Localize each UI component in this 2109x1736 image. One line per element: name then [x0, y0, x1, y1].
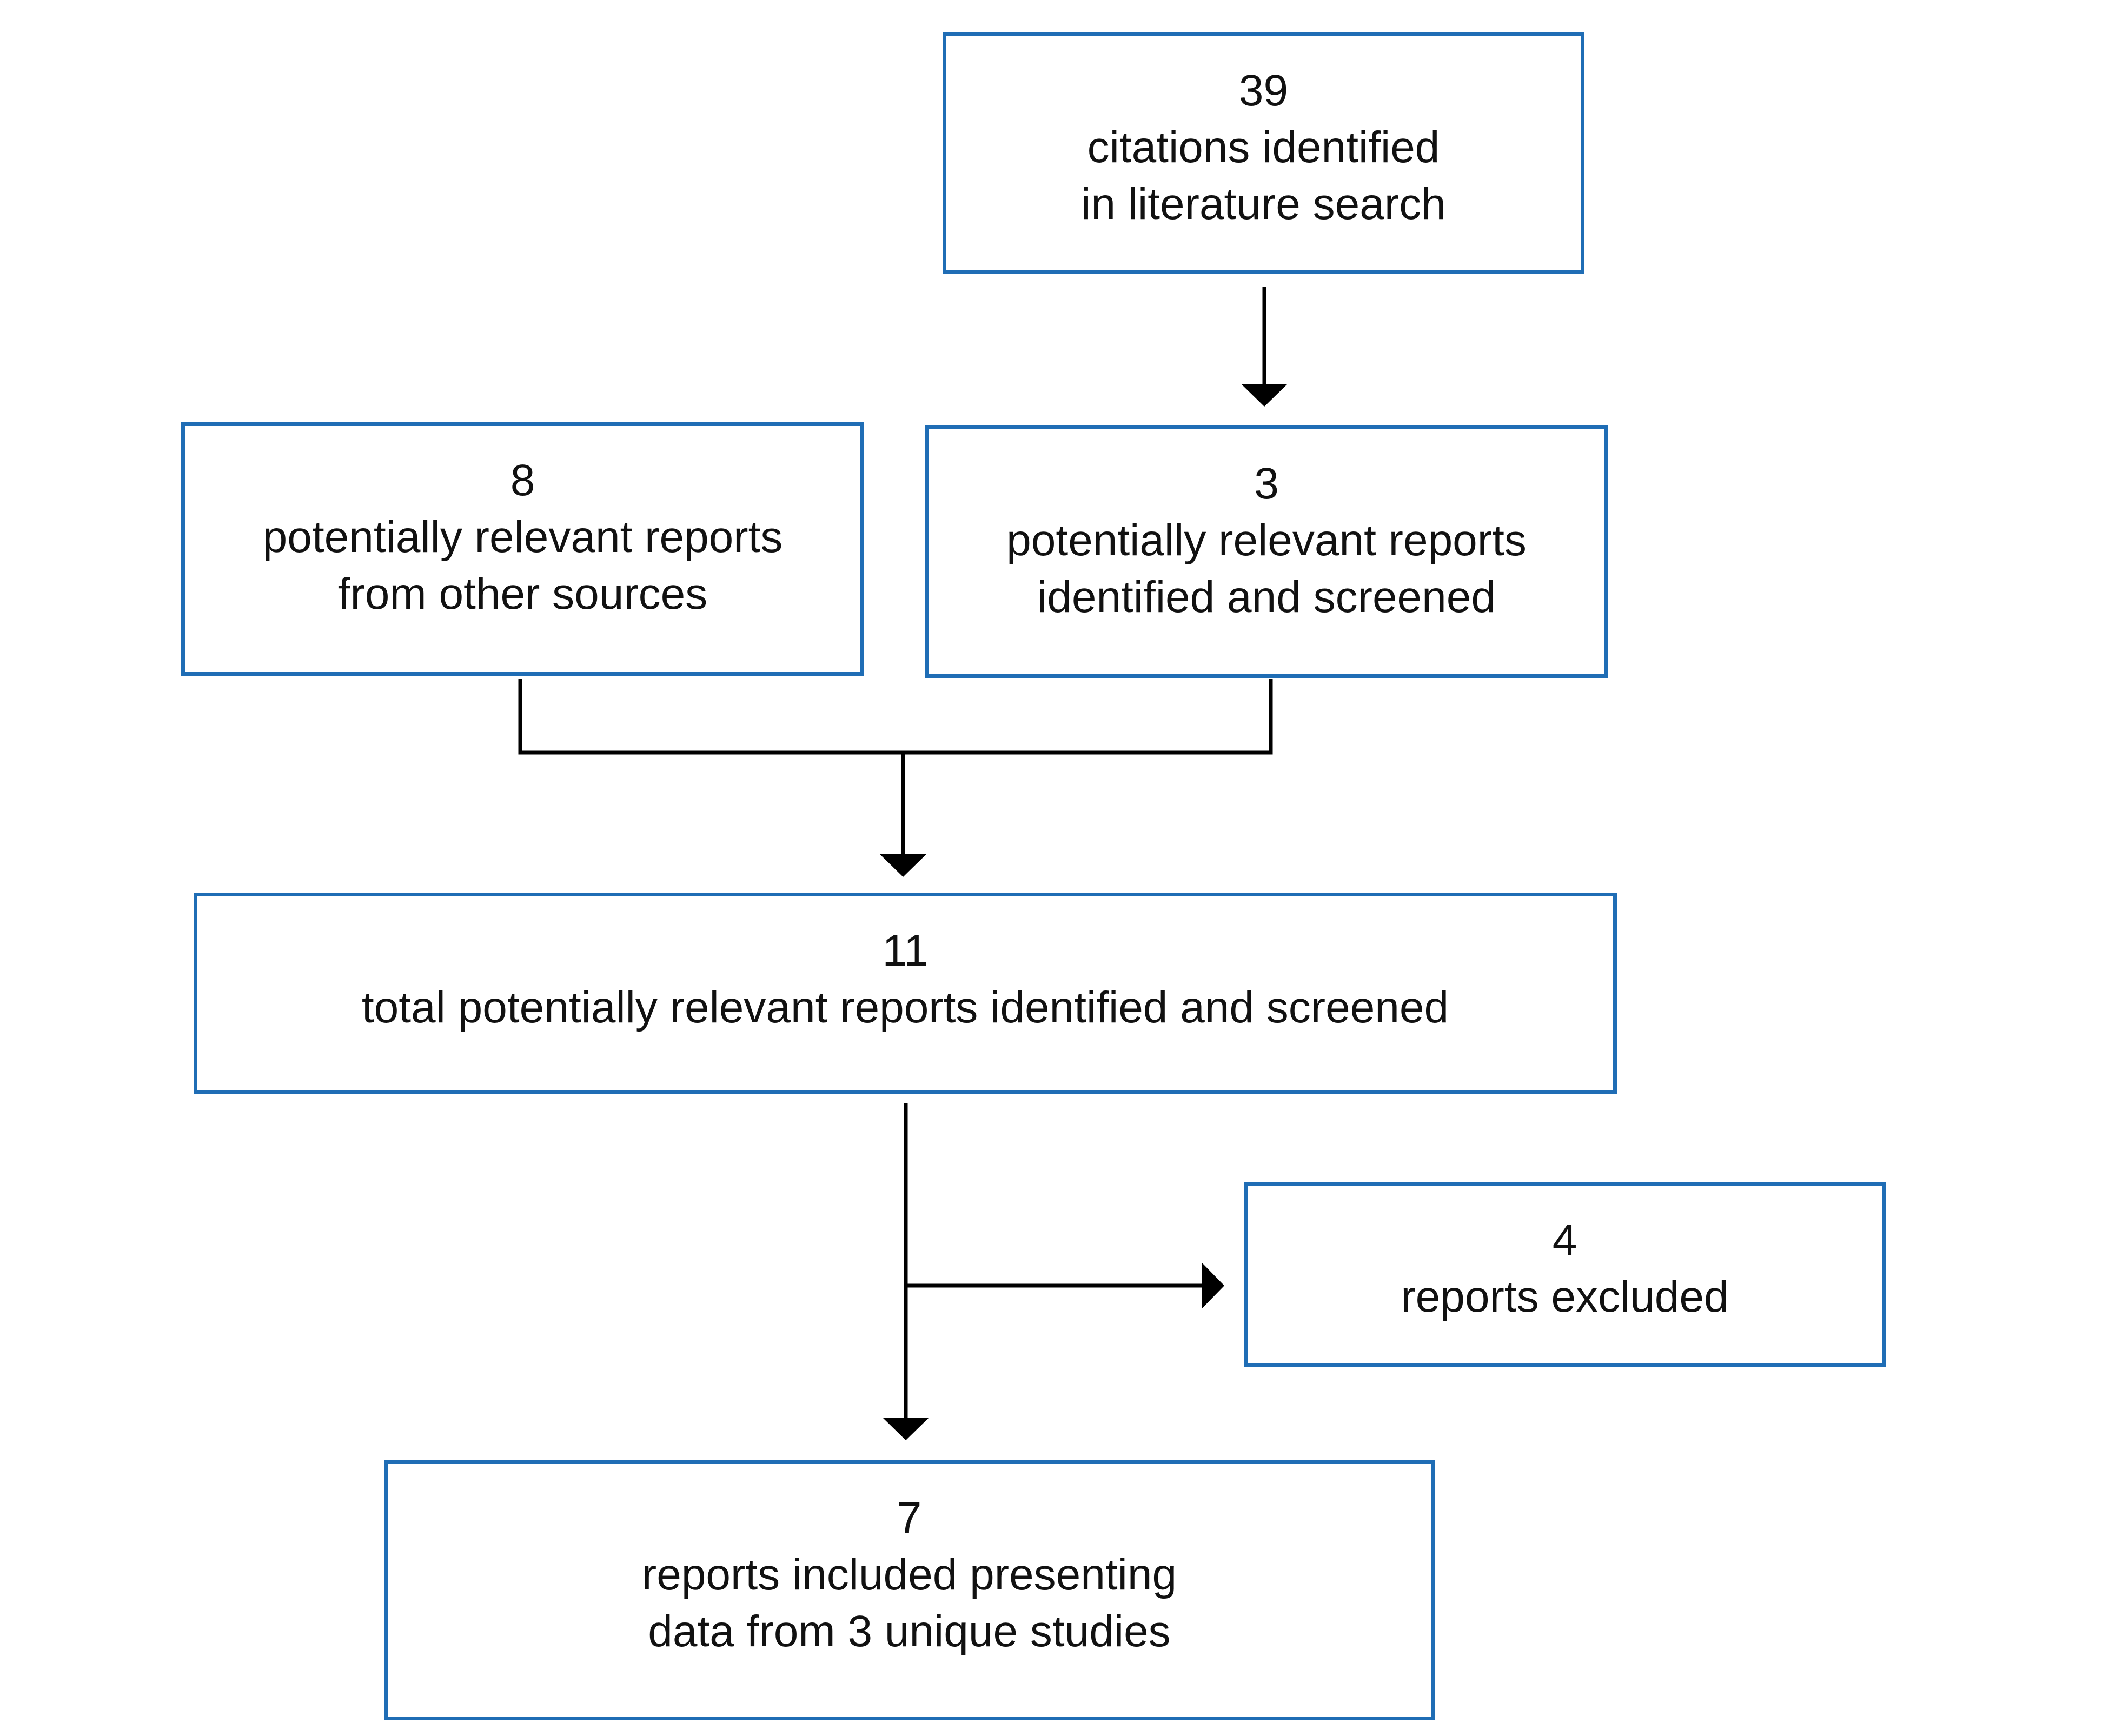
arrowhead-to-screened: [1241, 384, 1288, 407]
screened-label-line2: identified and screened: [1037, 573, 1496, 622]
arrowhead-to-excluded: [1202, 1262, 1224, 1309]
other-sources-label-line1: potentially relevant reports: [262, 513, 783, 562]
included-label-line2: data from 3 unique studies: [648, 1607, 1171, 1656]
included-count: 7: [897, 1493, 922, 1542]
total-count: 11: [882, 926, 929, 975]
connector-merge: [518, 679, 1273, 755]
excluded-box: 4 reports excluded: [1244, 1182, 1886, 1367]
arrowhead-to-total: [880, 854, 926, 877]
arrowhead-to-included: [883, 1418, 929, 1440]
other-sources-label-line2: from other sources: [337, 569, 708, 618]
screened-count: 3: [1254, 459, 1279, 508]
search-label-line1: citations identified: [1087, 123, 1440, 172]
other-sources-box: 8 potentially relevant reports from othe…: [181, 422, 864, 676]
included-label-line1: reports included presenting: [641, 1550, 1177, 1599]
search-results-box: 39 citations identified in literature se…: [943, 32, 1584, 274]
other-sources-count: 8: [510, 456, 535, 505]
screened-label-line1: potentially relevant reports: [1006, 516, 1527, 565]
total-label: total potentially relevant reports ident…: [361, 983, 1449, 1032]
screened-box: 3 potentially relevant reports identifie…: [925, 425, 1608, 678]
included-box: 7 reports included presenting data from …: [384, 1460, 1435, 1720]
excluded-label: reports excluded: [1401, 1272, 1729, 1321]
excluded-count: 4: [1552, 1215, 1577, 1265]
search-count: 39: [1238, 66, 1289, 115]
search-label-line2: in literature search: [1081, 179, 1446, 229]
total-screened-box: 11 total potentially relevant reports id…: [194, 893, 1617, 1094]
